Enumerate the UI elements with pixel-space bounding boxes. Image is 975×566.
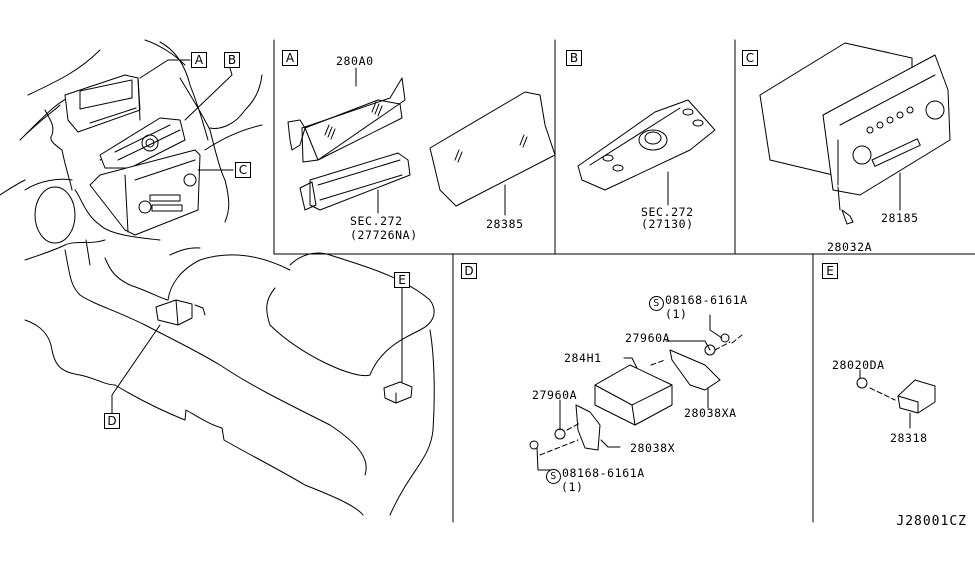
overview-audio-unit xyxy=(89,149,201,236)
part-number-sec-272-b[interactable]: SEC.272 xyxy=(641,205,694,219)
part-qty-bottom: (1) xyxy=(561,480,584,494)
panel-e-label: E xyxy=(822,263,838,279)
panel-c-artwork xyxy=(759,42,951,225)
part-number-28385[interactable]: 28385 xyxy=(486,217,524,231)
part-number-28185[interactable]: 28185 xyxy=(881,211,919,225)
standard-part-s-icon: S xyxy=(546,469,561,484)
diagram-code: J28001CZ xyxy=(896,514,967,529)
part-number-sec-272-a[interactable]: SEC.272 xyxy=(350,214,403,228)
part-number-28032a[interactable]: 28032A xyxy=(827,240,873,254)
part-number-28318[interactable]: 28318 xyxy=(890,431,928,445)
overview-display-unit xyxy=(64,74,141,133)
part-number-28020da[interactable]: 28020DA xyxy=(832,358,885,372)
part-qty-top: (1) xyxy=(665,307,688,321)
part-number-28038xa[interactable]: 28038XA xyxy=(684,406,737,420)
overview-callout-e[interactable]: E xyxy=(394,272,410,288)
part-sub-27130: (27130) xyxy=(641,217,694,231)
part-number-text: 08168-6161A xyxy=(562,466,645,480)
panel-a-artwork xyxy=(287,67,556,216)
panel-a-label: A xyxy=(282,50,298,66)
standard-part-s-icon: S xyxy=(649,296,664,311)
part-sub-27726na: (27726NA) xyxy=(350,228,418,242)
panel-e-artwork xyxy=(856,369,936,429)
overview-module-d xyxy=(155,299,206,326)
panel-d-artwork xyxy=(529,314,743,471)
part-number-284h1[interactable]: 284H1 xyxy=(564,351,602,365)
part-number-text: 08168-6161A xyxy=(665,293,748,307)
panel-b-label: B xyxy=(566,50,582,66)
part-number-280a0[interactable]: 280A0 xyxy=(336,54,374,68)
overview-leader-lines xyxy=(111,59,403,416)
panel-b-artwork xyxy=(577,99,716,206)
part-number-28038x[interactable]: 28038X xyxy=(630,441,676,455)
overview-callout-d[interactable]: D xyxy=(104,413,120,429)
overview-module-e xyxy=(383,381,413,404)
overview-controller-unit xyxy=(99,117,186,169)
part-number-27960a-lower[interactable]: 27960A xyxy=(532,388,578,402)
panel-c-label: C xyxy=(742,50,758,66)
overview-callout-a[interactable]: A xyxy=(191,52,207,68)
overview-callout-c[interactable]: C xyxy=(235,162,251,178)
part-number-27960a-upper[interactable]: 27960A xyxy=(625,331,671,345)
panel-d-label: D xyxy=(461,263,477,279)
overview-callout-b[interactable]: B xyxy=(224,52,240,68)
panel-frames xyxy=(273,39,975,523)
